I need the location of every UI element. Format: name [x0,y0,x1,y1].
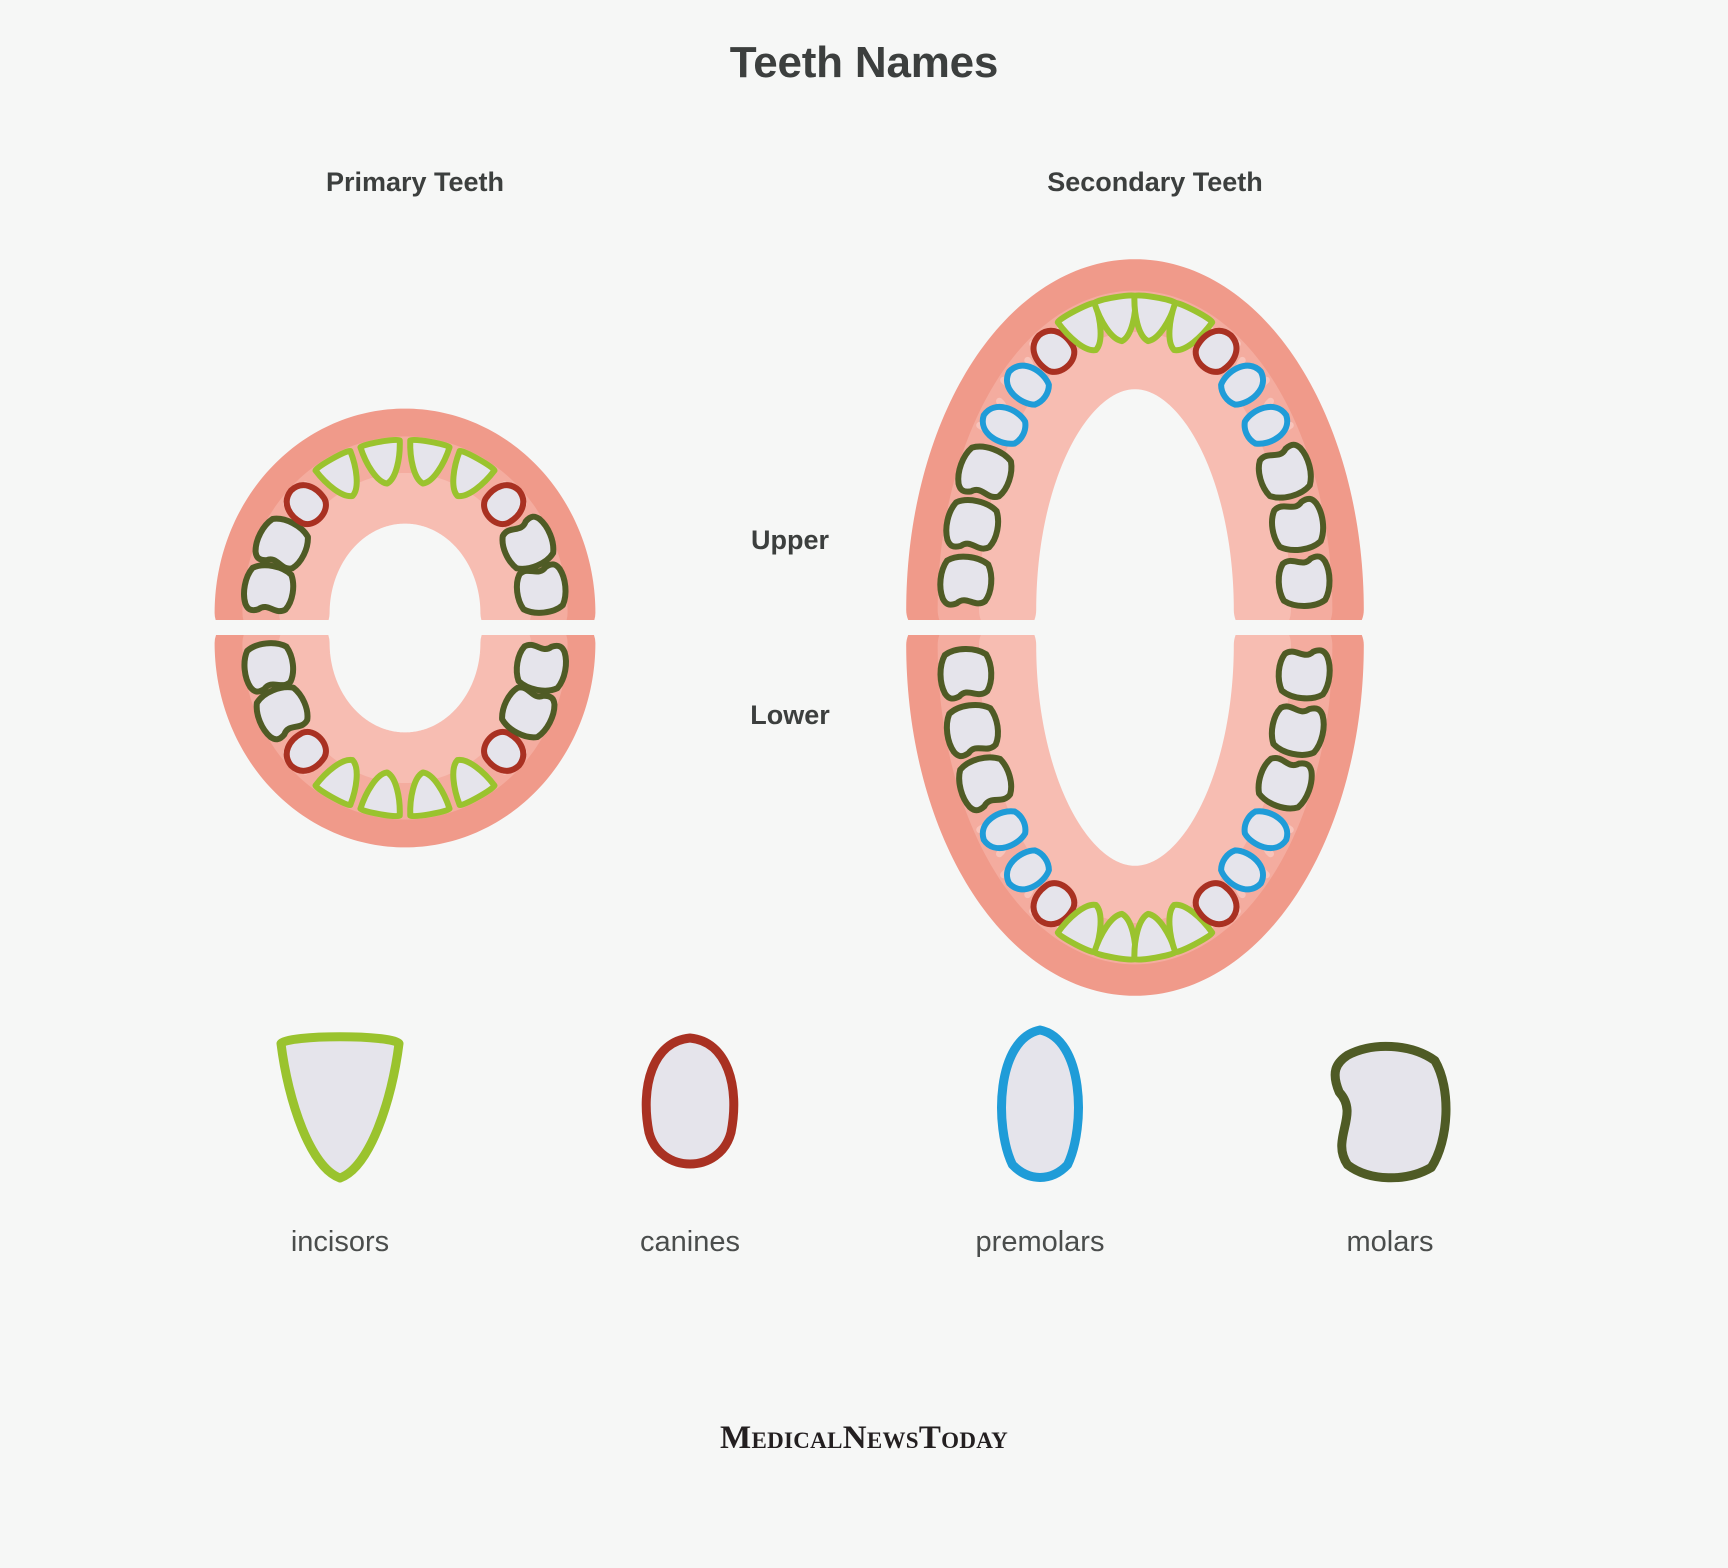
tooth-premolar [1241,808,1291,852]
tooth-molar [955,443,1015,501]
arch-primary-lower [210,616,600,850]
tooth-incisor [357,436,403,487]
legend-item-premolars: premolars [890,1025,1190,1259]
tooth-molar [943,497,1002,552]
tooth-molar [513,561,569,616]
incisor-glyph [276,1032,404,1183]
tooth-incisor [407,769,453,820]
tooth-incisor [1166,901,1216,956]
tooth-molar [252,515,311,572]
tooth-canine [1192,880,1240,928]
tooth-canine [481,728,527,774]
tooth-premolar [1004,847,1052,893]
molar-tooth-icon [1319,1040,1461,1190]
legend-label: canines [640,1226,740,1258]
row-label-lower: Lower [750,700,830,730]
tooth-incisor [450,447,498,499]
tooth-incisor [357,769,403,820]
tooth-premolar [979,808,1029,852]
tooth-molar [937,646,995,702]
tooth-canine [481,482,527,528]
tooth-premolar [979,403,1029,447]
arch-svg [214,616,596,848]
arch-svg [214,408,596,640]
tooth-incisor [450,757,498,809]
tooth-molar [241,562,297,615]
tooth-canine [1192,327,1240,375]
row-label-upper: Upper [750,525,829,555]
molar-glyph [1330,1041,1451,1183]
tooth-canine [283,728,329,774]
tooth-molar [499,684,558,741]
tooth-molar [241,640,297,695]
tooth-incisor [1131,910,1179,963]
tooth-incisor [1091,910,1139,963]
tooth-molar [253,684,311,743]
tooth-premolar [1218,362,1266,408]
arch-svg [906,615,1364,996]
tooth-molar [1275,647,1333,702]
premolar-glyph [997,1025,1083,1182]
legend-item-incisors: incisors [190,1032,490,1259]
incisor-tooth-icon [269,1032,411,1190]
column-heading-secondary: Secondary Teeth [1047,167,1263,197]
tooth-molar [513,641,569,694]
tooth-incisor [1091,292,1139,345]
tooth-molar [1255,441,1314,501]
tooth-molar [1268,703,1327,758]
tooth-incisor [312,757,360,809]
tooth-molar [1269,495,1327,554]
legend: incisors canines premolars molars [190,1025,1540,1259]
tooth-molar [1275,553,1333,609]
arch-svg [906,259,1364,640]
tooth-canine [1030,880,1078,928]
tooth-incisor [407,436,453,487]
column-heading-primary: Primary Teeth [325,167,505,197]
tooth-canine [283,482,329,528]
legend-label: molars [1346,1226,1434,1258]
tooth-incisor [1054,901,1104,956]
tooth-premolar [1004,362,1052,408]
tooth-premolar [1218,847,1266,893]
tooth-molar [943,701,1001,760]
tooth-molar [956,754,1015,814]
tooth-incisor [1131,292,1179,345]
arch-secondary-lower [900,615,1370,1005]
page-title: Teeth Names [729,38,999,87]
legend-item-canines: canines [540,1033,840,1259]
premolar-tooth-icon [982,1025,1098,1190]
tooth-molar [1255,754,1315,812]
legend-item-molars: molars [1240,1040,1540,1259]
canine-tooth-icon [628,1033,752,1190]
tooth-incisor [1054,299,1104,354]
brand-logo: MedicalNewsToday [720,1420,1008,1456]
tooth-incisor [1166,299,1216,354]
legend-label: premolars [975,1226,1105,1258]
tooth-molar [937,553,995,608]
tooth-canine [1030,327,1078,375]
tooth-molar [499,513,557,572]
arch-secondary-upper [900,250,1370,640]
tooth-incisor [312,447,360,499]
arch-primary-upper [210,405,600,640]
legend-label: incisors [290,1226,390,1258]
canine-glyph [641,1033,739,1169]
tooth-premolar [1241,403,1291,447]
